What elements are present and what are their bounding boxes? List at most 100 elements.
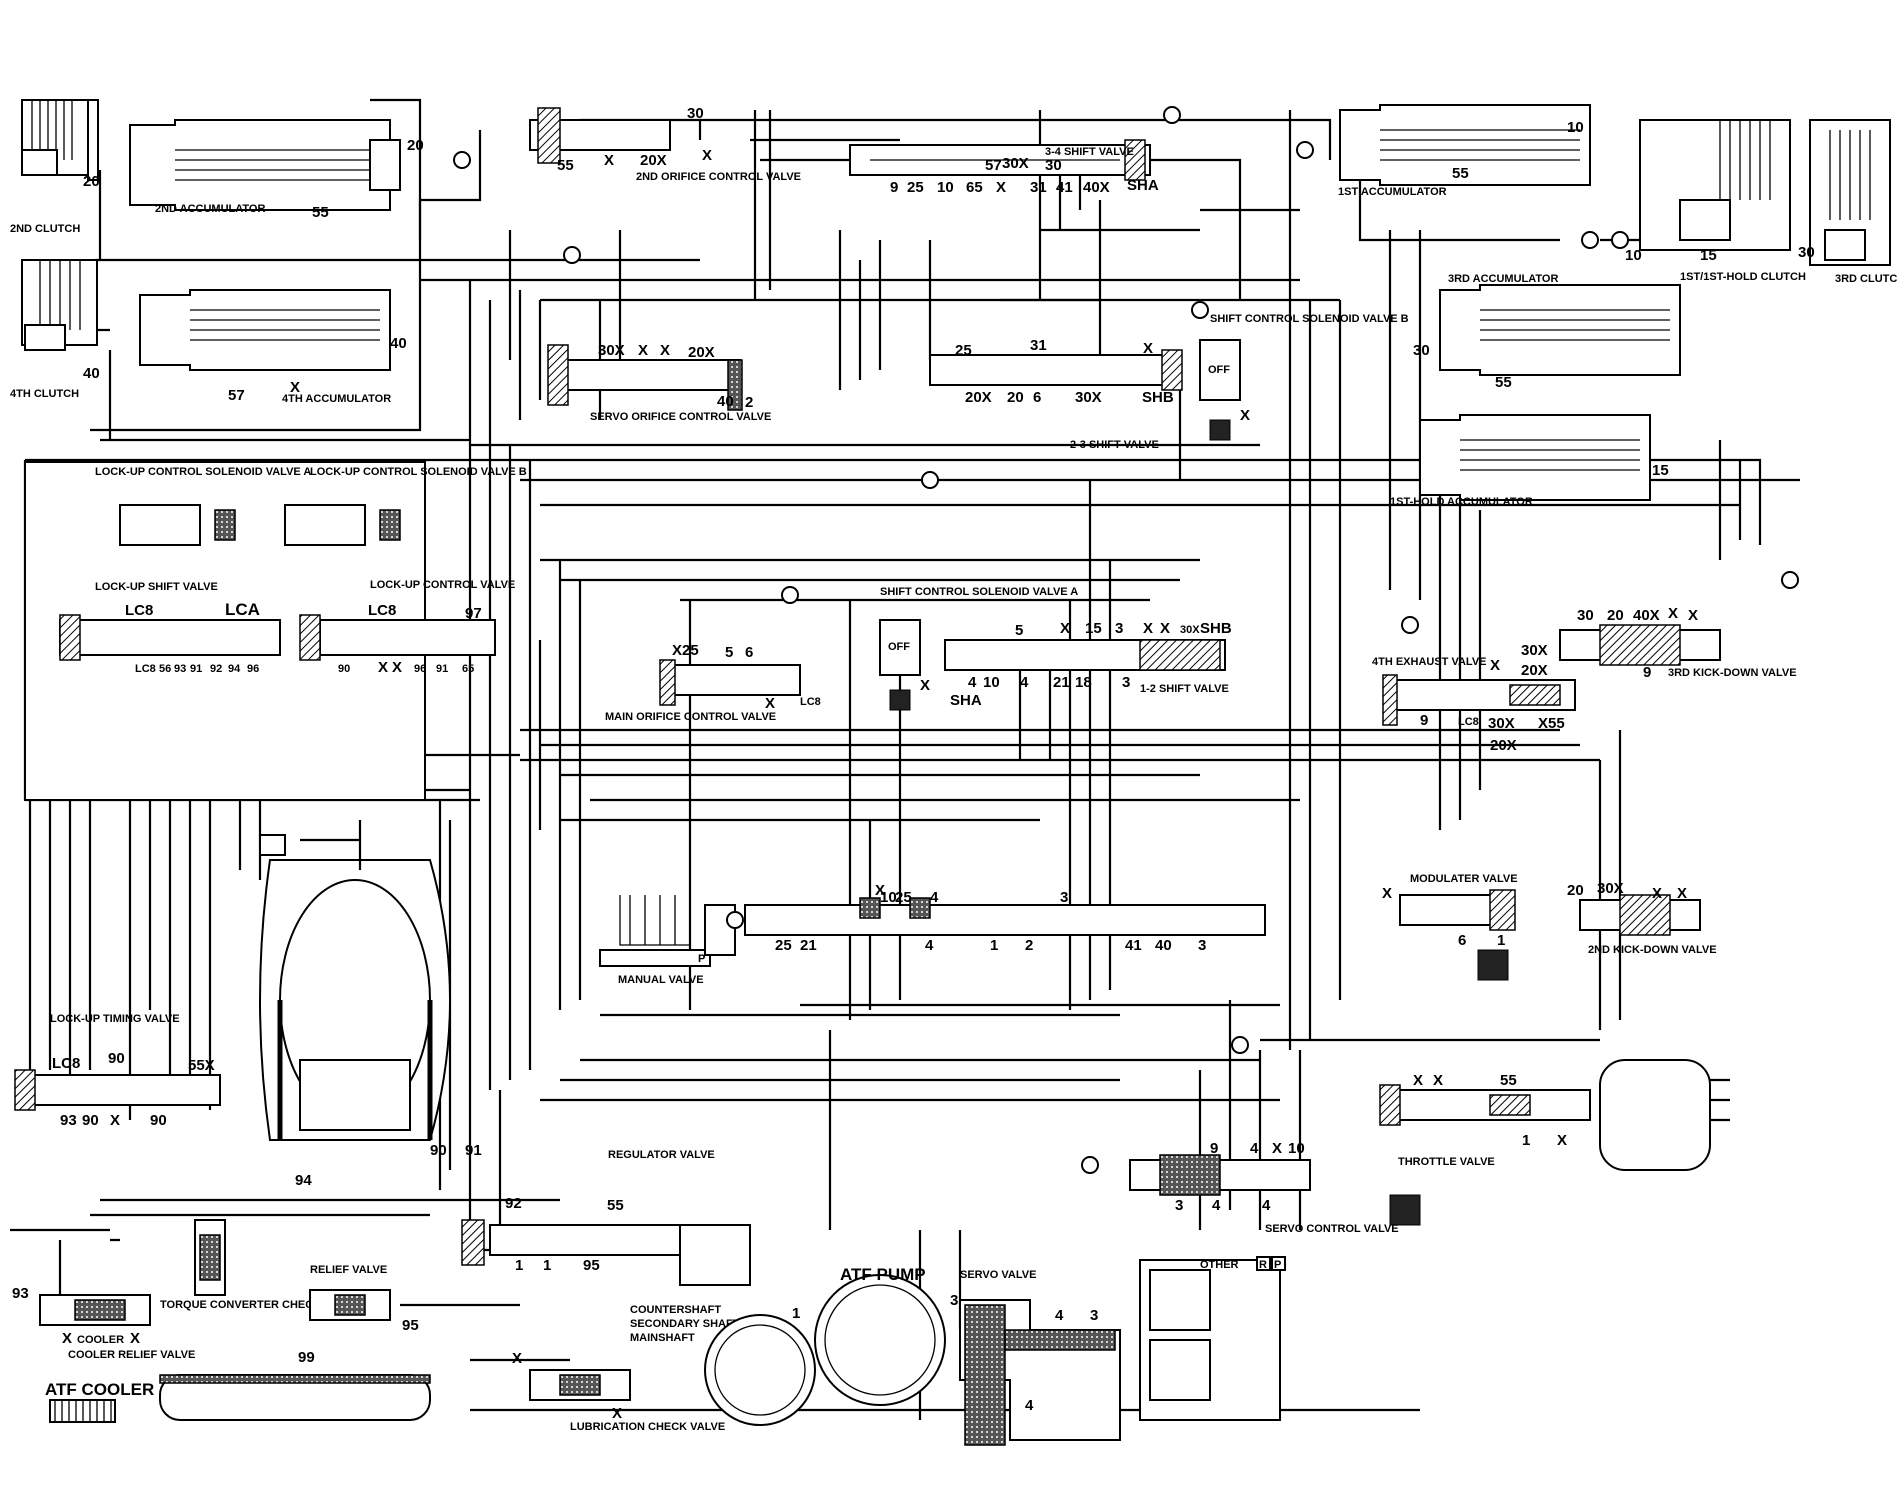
svg-text:20: 20 bbox=[407, 137, 424, 154]
servo-orifice-label: SERVO ORIFICE CONTROL VALVE bbox=[590, 411, 771, 423]
svg-text:55: 55 bbox=[607, 1197, 624, 1214]
manual-valve: MANUAL VALVE X 10 25 4 3 25 21 4 1 2 41 … bbox=[599, 882, 1266, 986]
lockup-control-valve: LOCK-UP CONTROL VALVE LC8 97 90 X X 96 9… bbox=[299, 579, 515, 676]
svg-text:55: 55 bbox=[312, 204, 329, 221]
svg-text:P: P bbox=[1274, 1259, 1281, 1271]
svg-text:X: X bbox=[612, 1405, 622, 1422]
cooler-relief-valve: 93 X COOLER X COOLER RELIEF VALVE bbox=[12, 1285, 195, 1361]
svg-text:LOCK-UP CONTROL SOLENOID VALVE: LOCK-UP CONTROL SOLENOID VALVE B bbox=[310, 466, 527, 478]
kickdown-3rd-valve: 30 20 40X X X 9 3RD KICK-DOWN VALVE bbox=[1559, 605, 1797, 681]
relief-valve: RELIEF VALVE 95 bbox=[309, 1264, 419, 1334]
svg-text:94: 94 bbox=[295, 1172, 312, 1189]
torque-converter: 90 91 94 bbox=[259, 820, 482, 1189]
svg-text:OFF: OFF bbox=[888, 641, 910, 653]
svg-text:1: 1 bbox=[990, 937, 998, 954]
svg-text:5: 5 bbox=[1015, 622, 1023, 639]
svg-text:30X: 30X bbox=[1488, 715, 1515, 732]
svg-text:55X: 55X bbox=[188, 1057, 215, 1074]
svg-text:4: 4 bbox=[1212, 1197, 1221, 1214]
svg-text:COOLER RELIEF VALVE: COOLER RELIEF VALVE bbox=[68, 1349, 195, 1361]
svg-text:ATF PUMP: ATF PUMP bbox=[840, 1265, 926, 1284]
svg-text:X: X bbox=[1668, 605, 1678, 622]
servo-control-valve: 9 4 X 10 3 4 4 SERVO CONTROL VALVE bbox=[1129, 1140, 1399, 1235]
svg-text:MODULATER VALVE: MODULATER VALVE bbox=[1410, 873, 1518, 885]
svg-text:REGULATOR VALVE: REGULATOR VALVE bbox=[608, 1149, 715, 1161]
svg-text:4: 4 bbox=[1250, 1140, 1259, 1157]
svg-text:LC8: LC8 bbox=[135, 663, 156, 675]
svg-text:X: X bbox=[290, 379, 300, 396]
svg-text:X: X bbox=[378, 659, 388, 676]
servo-orifice-valve: 30X X X 20X 40 2 SERVO ORIFICE CONTROL V… bbox=[547, 342, 771, 423]
svg-text:30: 30 bbox=[1045, 157, 1062, 174]
svg-text:LC8: LC8 bbox=[368, 602, 396, 619]
accumulator-2nd: 2ND ACCUMULATOR 20 55 bbox=[129, 119, 424, 221]
svg-text:X: X bbox=[130, 1330, 140, 1347]
svg-text:5: 5 bbox=[725, 644, 733, 661]
svg-text:X: X bbox=[1272, 1140, 1282, 1157]
svg-text:2: 2 bbox=[1025, 937, 1033, 954]
svg-text:15: 15 bbox=[1652, 462, 1669, 479]
svg-text:9: 9 bbox=[1420, 712, 1428, 729]
svg-text:1ST/1ST-HOLD CLUTCH: 1ST/1ST-HOLD CLUTCH bbox=[1680, 271, 1806, 283]
svg-text:X: X bbox=[512, 1350, 522, 1367]
svg-text:20X: 20X bbox=[965, 389, 992, 406]
svg-text:94: 94 bbox=[228, 663, 241, 675]
svg-text:X55: X55 bbox=[1538, 715, 1565, 732]
atf-pump: ATF PUMP 1 bbox=[704, 1265, 946, 1426]
accumulator-1st: 1ST ACCUMULATOR 10 55 bbox=[1338, 104, 1591, 198]
orifice-2nd-label: 2ND ORIFICE CONTROL VALVE bbox=[636, 171, 801, 183]
svg-text:25: 25 bbox=[907, 179, 924, 196]
svg-text:10: 10 bbox=[937, 179, 954, 196]
svg-text:20X: 20X bbox=[640, 152, 667, 169]
svg-text:4: 4 bbox=[930, 889, 939, 906]
svg-text:90: 90 bbox=[150, 1112, 167, 1129]
svg-text:1: 1 bbox=[1522, 1132, 1530, 1149]
shift-valve-3-4: 3-4 SHIFT VALVE 57 30X 30 9 25 10 65 X 3… bbox=[849, 139, 1159, 196]
svg-text:4: 4 bbox=[1025, 1397, 1034, 1414]
svg-text:1ST-HOLD ACCUMULATOR: 1ST-HOLD ACCUMULATOR bbox=[1390, 496, 1533, 508]
svg-text:4: 4 bbox=[925, 937, 934, 954]
svg-text:20X: 20X bbox=[1490, 737, 1517, 754]
svg-text:LC8: LC8 bbox=[125, 602, 153, 619]
svg-text:4: 4 bbox=[1055, 1307, 1064, 1324]
svg-text:LC8: LC8 bbox=[1458, 716, 1479, 728]
orifice-2nd-valve: 30 55 X 20X X 2ND ORIFICE CONTROL VALVE bbox=[529, 105, 801, 183]
svg-text:56: 56 bbox=[159, 663, 171, 675]
svg-text:10: 10 bbox=[1567, 119, 1584, 136]
svg-text:20: 20 bbox=[1567, 882, 1584, 899]
svg-text:20X: 20X bbox=[1521, 662, 1548, 679]
atf-cooler: ATF COOLER 99 bbox=[45, 1349, 431, 1423]
svg-text:MANUAL VALVE: MANUAL VALVE bbox=[618, 974, 704, 986]
svg-text:LC8: LC8 bbox=[800, 696, 821, 708]
clutch-4th: 4TH CLUTCH 40 bbox=[10, 259, 100, 400]
svg-text:30X: 30X bbox=[1002, 155, 1029, 172]
svg-text:3RD CLUTCH: 3RD CLUTCH bbox=[1835, 273, 1898, 285]
svg-text:LUBRICATION CHECK VALVE: LUBRICATION CHECK VALVE bbox=[570, 1421, 725, 1433]
svg-text:SECONDARY SHAFT: SECONDARY SHAFT bbox=[630, 1318, 740, 1330]
svg-text:40: 40 bbox=[390, 335, 407, 352]
svg-text:6: 6 bbox=[1033, 389, 1041, 406]
svg-text:21: 21 bbox=[800, 937, 817, 954]
svg-text:3: 3 bbox=[1115, 620, 1123, 637]
svg-text:X: X bbox=[1433, 1072, 1443, 1089]
svg-text:91: 91 bbox=[436, 663, 448, 675]
svg-text:X: X bbox=[875, 882, 885, 899]
svg-text:25: 25 bbox=[895, 889, 912, 906]
svg-text:30X: 30X bbox=[598, 342, 625, 359]
svg-text:20X: 20X bbox=[688, 344, 715, 361]
svg-text:SHB: SHB bbox=[1142, 389, 1174, 406]
svg-text:1: 1 bbox=[792, 1305, 800, 1322]
svg-text:X: X bbox=[1557, 1132, 1567, 1149]
svg-text:55: 55 bbox=[1452, 165, 1469, 182]
svg-text:40: 40 bbox=[83, 365, 100, 382]
svg-text:3: 3 bbox=[1175, 1197, 1183, 1214]
svg-text:65: 65 bbox=[462, 663, 474, 675]
main-orifice-valve: X25 5 6 X LC8 MAIN ORIFICE CONTROL VALVE bbox=[605, 642, 821, 723]
svg-text:57: 57 bbox=[985, 157, 1002, 174]
svg-text:P: P bbox=[698, 953, 705, 965]
svg-text:30X: 30X bbox=[1075, 389, 1102, 406]
svg-text:30: 30 bbox=[1577, 607, 1594, 624]
svg-text:10: 10 bbox=[880, 889, 897, 906]
svg-text:9: 9 bbox=[890, 179, 898, 196]
svg-text:90: 90 bbox=[82, 1112, 99, 1129]
